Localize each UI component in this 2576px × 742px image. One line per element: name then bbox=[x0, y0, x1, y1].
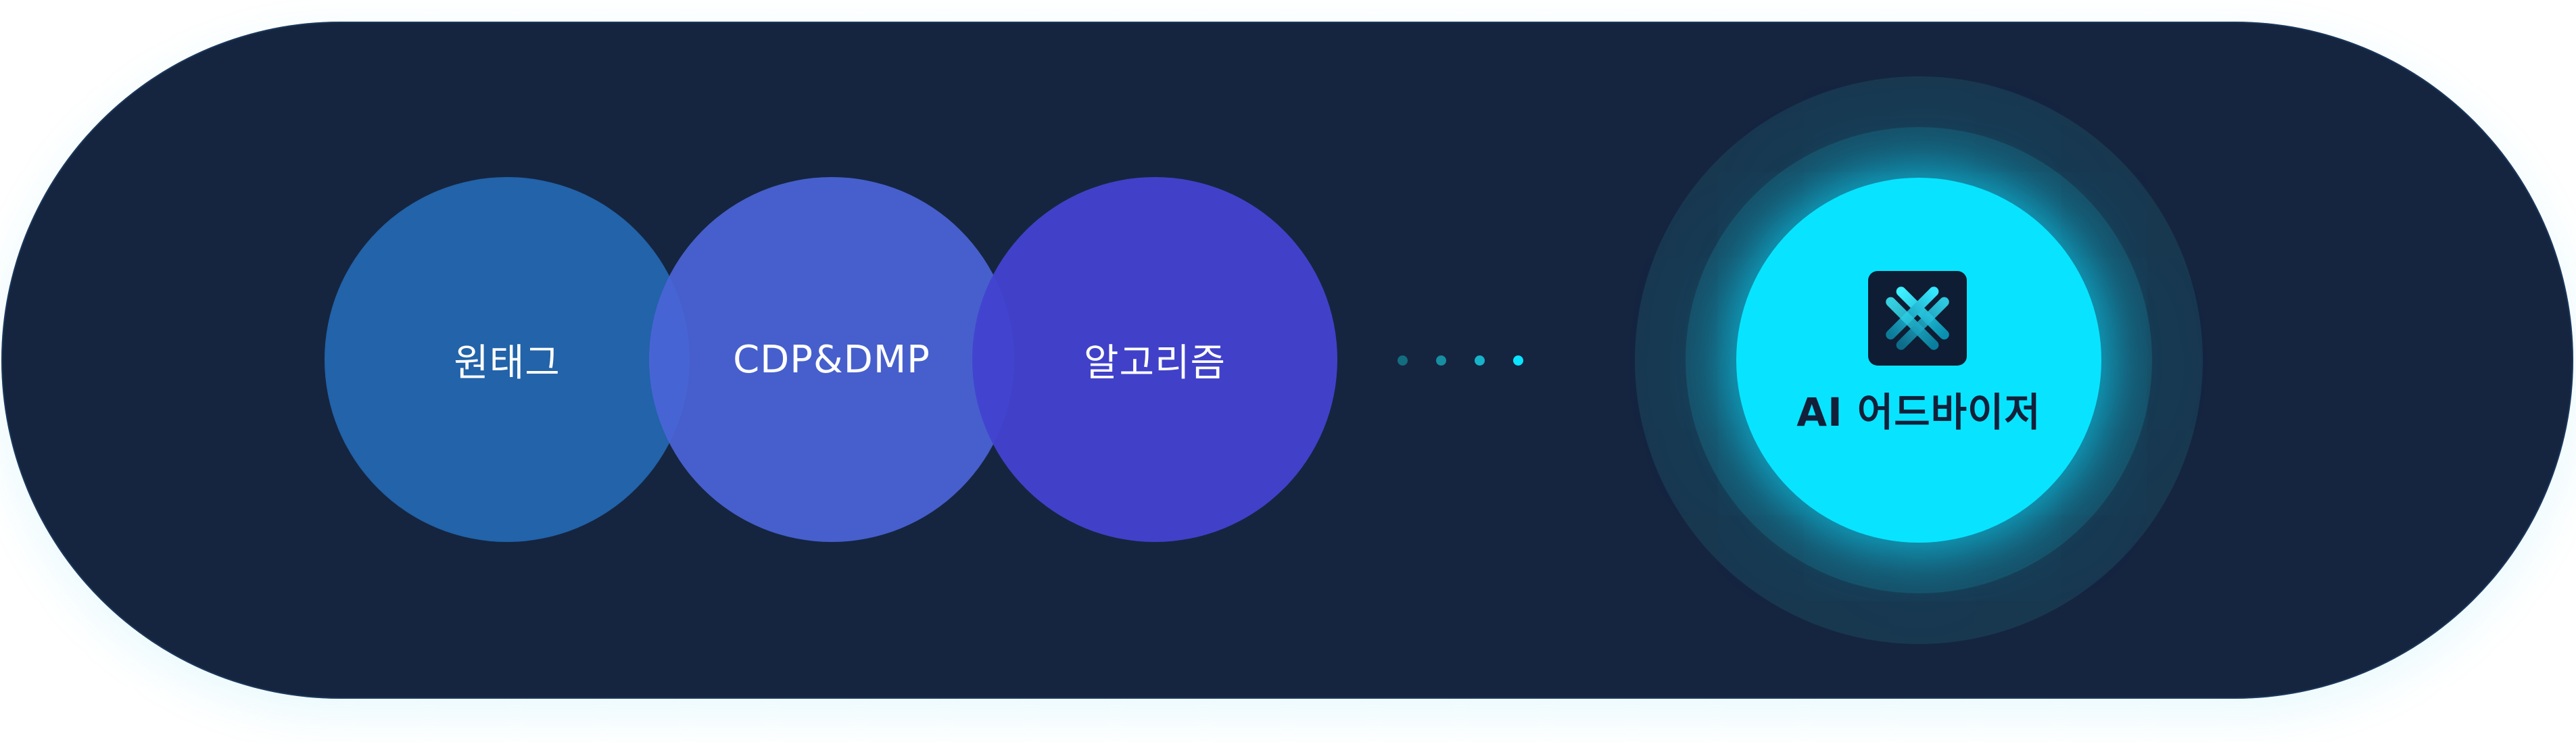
ellipsis-dot bbox=[1475, 355, 1485, 366]
ai-advisor-circle: AI 어드바이저 bbox=[1736, 178, 2101, 543]
ai-advisor-logo-icon bbox=[1868, 271, 1967, 366]
ai-advisor-label: AI 어드바이저 bbox=[1796, 389, 2041, 435]
ellipsis-dot bbox=[1436, 355, 1446, 366]
ellipsis-dot bbox=[1513, 355, 1523, 366]
step-label: 알고리즘 bbox=[1083, 341, 1226, 385]
ellipsis-dot bbox=[1398, 355, 1408, 366]
step-label: CDP&DMP bbox=[733, 337, 930, 382]
step-circle-cdp-dmp: CDP&DMP bbox=[649, 177, 1014, 542]
step-circle-one-tag: 원태그 bbox=[325, 177, 690, 542]
step-label: 원태그 bbox=[454, 341, 560, 385]
step-circle-algorithm: 알고리즘 bbox=[972, 177, 1337, 542]
